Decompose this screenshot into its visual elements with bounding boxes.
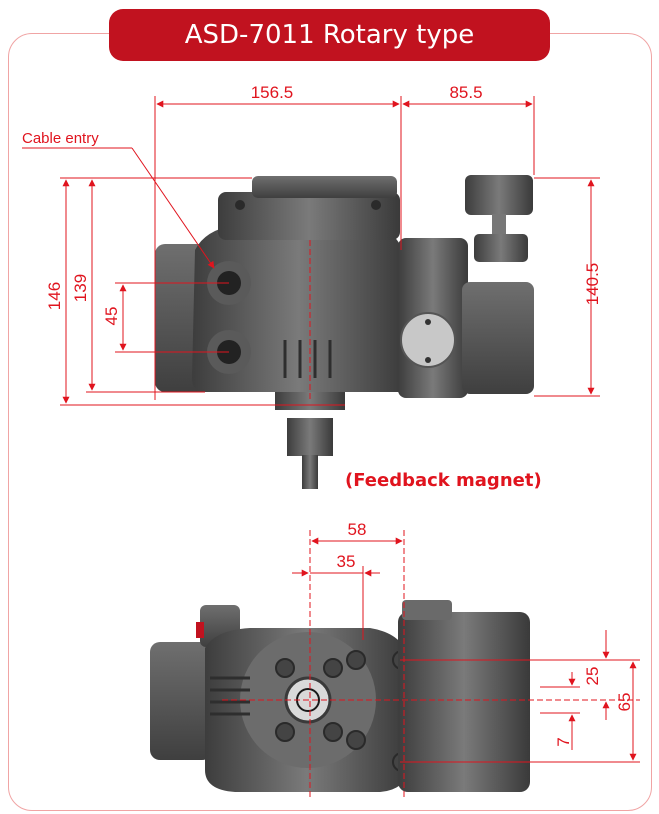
front-dimension-lines — [22, 96, 600, 406]
dim-bottom-7: 7 — [554, 737, 573, 746]
front-view — [155, 175, 534, 489]
cover-cap — [252, 176, 397, 198]
dim-bottom-58: 58 — [348, 520, 367, 539]
bottom-dimension-lines — [222, 530, 640, 800]
dim-height-140-5: 140.5 — [583, 263, 602, 306]
air-fitting — [474, 234, 528, 262]
dim-bottom-25: 25 — [583, 667, 602, 686]
cover-flange — [218, 192, 400, 240]
dim-height-146: 146 — [45, 282, 64, 310]
dim-height-139: 139 — [71, 274, 90, 302]
dim-width-left: 156.5 — [251, 83, 294, 102]
cover-bolt-right — [371, 200, 381, 210]
bottom-view — [150, 600, 530, 792]
dim-bottom-65: 65 — [615, 693, 634, 712]
cable-entry-label: Cable entry — [22, 130, 99, 147]
bottom-entry-block — [150, 642, 212, 760]
page-title: ASD-7011 Rotary type — [184, 20, 475, 50]
dim-bottom-35: 35 — [337, 552, 356, 571]
dim-width-right: 85.5 — [449, 83, 482, 102]
bottom-pneumatic-block — [398, 612, 530, 792]
pilot-cover — [400, 312, 456, 368]
pressure-gauge — [465, 175, 533, 215]
feedback-magnet-shaft — [302, 455, 318, 489]
feedback-magnet-nut — [287, 418, 333, 456]
dim-height-45: 45 — [102, 307, 121, 326]
cover-bolt-left — [235, 200, 245, 210]
feedback-magnet-label: (Feedback magnet) — [345, 470, 542, 491]
title-banner: ASD-7011 Rotary type — [109, 9, 550, 61]
pneumatic-module — [462, 282, 534, 394]
bottom-gauge-stub — [402, 600, 452, 620]
